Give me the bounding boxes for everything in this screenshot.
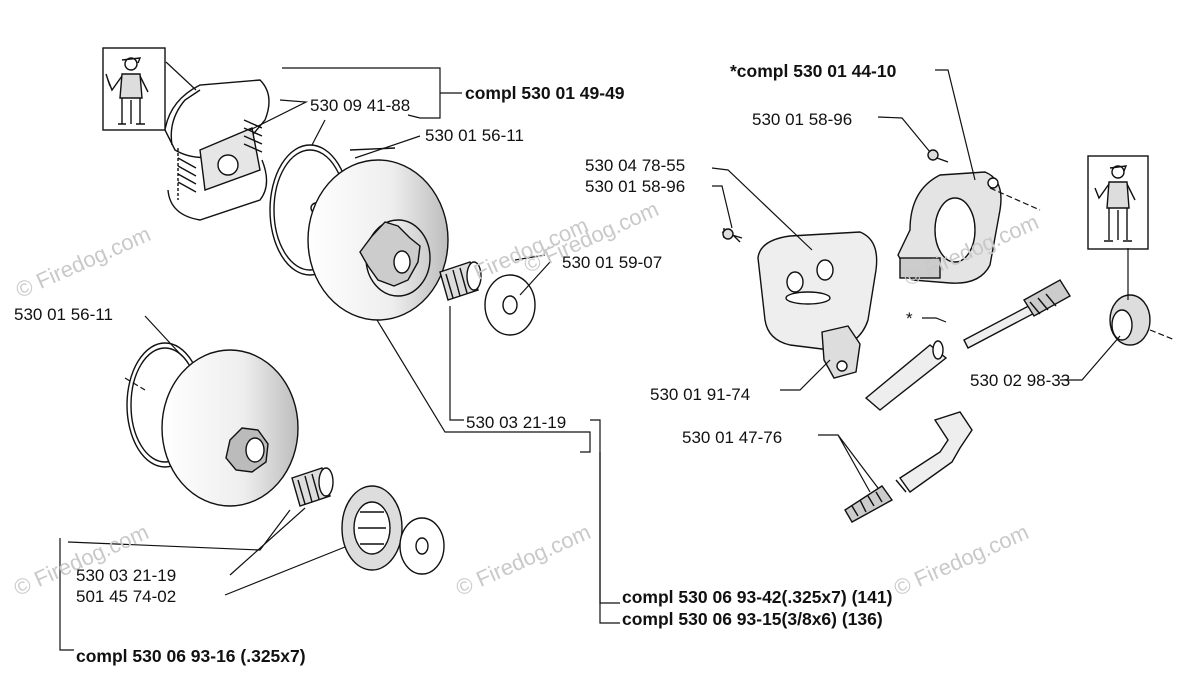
part-label-bearing-top: 530 03 21-19 bbox=[466, 413, 567, 432]
part-label-bearing-left: 530 03 21-19 bbox=[76, 566, 177, 585]
mechanic-figure-icon bbox=[1087, 155, 1149, 250]
washer-left bbox=[399, 517, 445, 575]
screw-icon bbox=[927, 149, 949, 163]
part-label-rim-left: 501 45 74-02 bbox=[76, 587, 177, 606]
part-label-drum-compl-a: compl 530 06 93-42(.325x7) (141) bbox=[622, 587, 893, 607]
worm-gear bbox=[1109, 294, 1151, 346]
leader-lines bbox=[59, 61, 1176, 651]
clutch-cover bbox=[897, 171, 1002, 284]
clutch-assembly bbox=[164, 79, 270, 221]
file-handle bbox=[895, 411, 973, 493]
round-file bbox=[844, 485, 894, 523]
clutch-drum-top bbox=[269, 144, 449, 321]
part-label-drum-top: 530 01 56-11 bbox=[425, 126, 524, 145]
part-label-clutch-compl: compl 530 01 49-49 bbox=[465, 83, 625, 103]
part-label-file-kit: 530 01 47-76 bbox=[682, 428, 783, 447]
part-label-gear: 530 02 98-33 bbox=[970, 371, 1071, 390]
part-label-plate-a: 530 04 78-55 bbox=[585, 156, 686, 175]
part-label-washer-top: 530 01 59-07 bbox=[562, 253, 663, 272]
worm-shaft bbox=[963, 279, 1071, 349]
screw-icon bbox=[721, 228, 743, 243]
part-label-guide: 530 01 91-74 bbox=[650, 385, 751, 404]
rim-sprocket-left bbox=[341, 485, 403, 571]
mechanic-figure-icon bbox=[102, 47, 166, 131]
part-label-drum-left: 530 01 56-11 bbox=[14, 305, 113, 324]
clutch-drum-left bbox=[126, 342, 299, 507]
shaft-pin bbox=[864, 340, 948, 411]
part-label-drum-compl-left: compl 530 06 93-16 (.325x7) bbox=[76, 646, 306, 666]
part-label-spring: 530 09 41-88 bbox=[310, 96, 411, 115]
washer-top bbox=[484, 274, 536, 336]
needle-bearing-top bbox=[439, 261, 482, 301]
part-label-drum-compl-b: compl 530 06 93-15(3/8x6) (136) bbox=[622, 609, 883, 629]
needle-bearing-left bbox=[291, 467, 334, 507]
part-label-screw-top: 530 01 58-96 bbox=[752, 110, 853, 129]
part-label-star: * bbox=[906, 309, 913, 328]
chain-plate bbox=[757, 231, 878, 351]
part-label-cover-compl: *compl 530 01 44-10 bbox=[730, 61, 897, 81]
chain-guide bbox=[821, 325, 861, 379]
part-label-plate-b: 530 01 58-96 bbox=[585, 177, 686, 196]
